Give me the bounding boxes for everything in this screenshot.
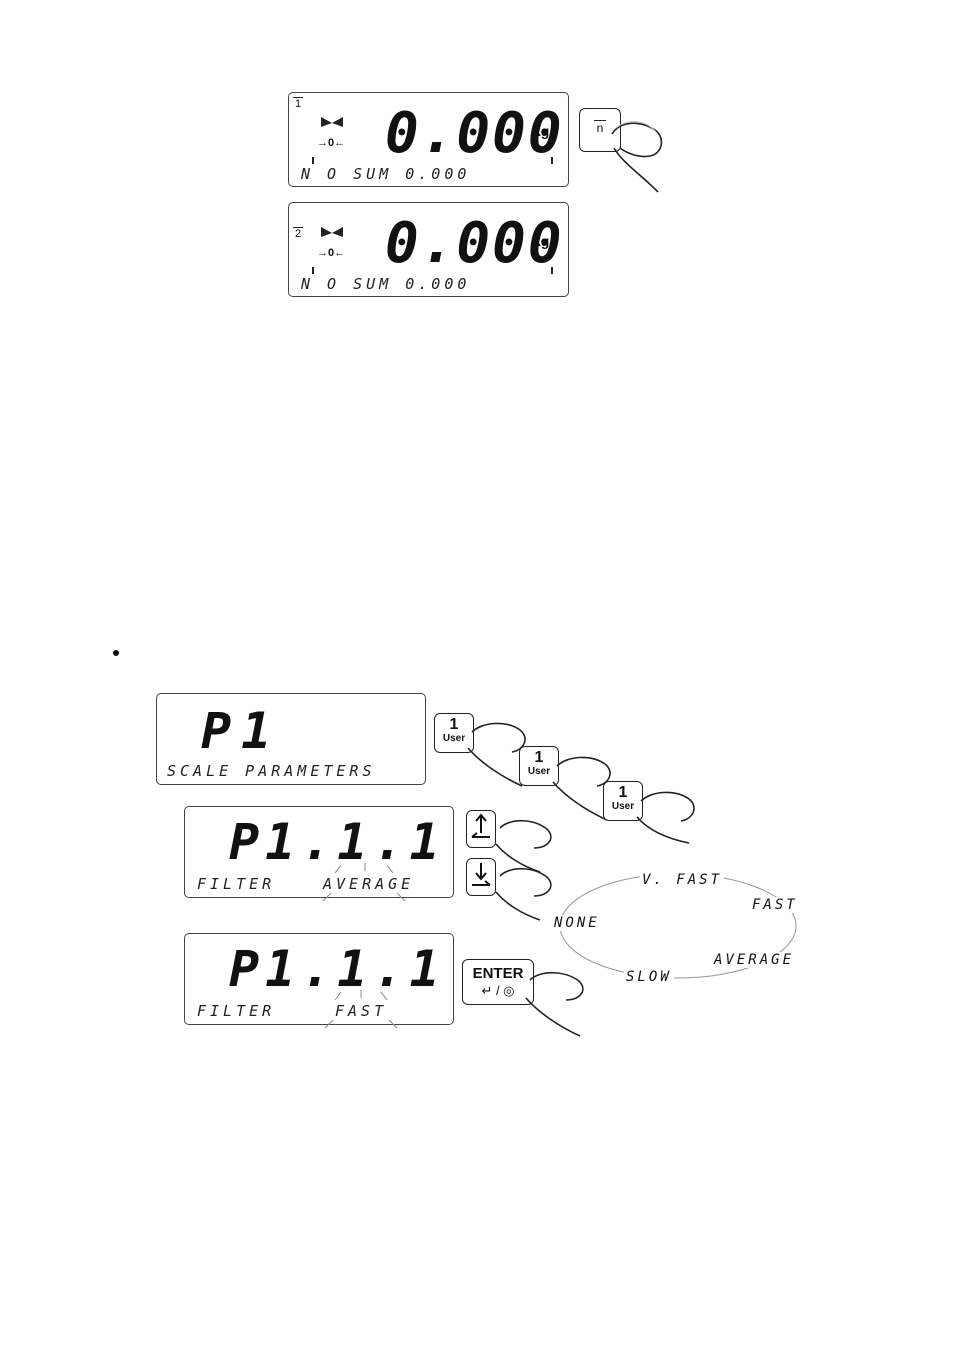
weight-value: 0.000 bbox=[385, 101, 564, 166]
parameter-name: FILTER bbox=[197, 875, 276, 893]
filter-option-fast: FAST bbox=[750, 897, 800, 913]
menu-code: P1 bbox=[201, 702, 282, 760]
platform-indicator: 1 bbox=[293, 97, 304, 110]
sum-line: N O SUM 0.000 bbox=[301, 275, 471, 293]
blink-icon bbox=[324, 990, 398, 1029]
down-arrow-key[interactable] bbox=[466, 858, 496, 896]
menu-display-p1: P1 SCALE PARAMETERS bbox=[156, 693, 426, 785]
filter-option-slow: SLOW bbox=[624, 969, 674, 985]
filter-option-vfast: V. FAST bbox=[640, 872, 725, 888]
up-arrow-icon bbox=[471, 813, 490, 838]
finger-icon bbox=[636, 791, 695, 844]
platform-switch-key[interactable]: n bbox=[579, 108, 621, 152]
tick-mark bbox=[551, 267, 553, 274]
unit-label: kg bbox=[533, 233, 550, 249]
platform-indicator: 2 bbox=[293, 227, 304, 240]
unit-label: kg bbox=[533, 123, 550, 139]
parameter-value: AVERAGE bbox=[323, 875, 415, 893]
finger-icon bbox=[525, 971, 584, 1037]
blink-icon bbox=[322, 863, 406, 902]
stability-icon bbox=[321, 117, 343, 127]
menu-code: P1.1.1 bbox=[229, 813, 446, 871]
stability-icon bbox=[321, 227, 343, 237]
weighing-display-1: 1 →0← 0.000 kg N O SUM 0.000 bbox=[288, 92, 569, 187]
menu-code: P1.1.1 bbox=[229, 940, 446, 998]
tick-mark bbox=[312, 157, 314, 164]
finger-icon bbox=[495, 867, 552, 921]
parameter-value: FAST bbox=[335, 1002, 388, 1020]
menu-title: SCALE PARAMETERS bbox=[167, 762, 376, 780]
weighing-display-2: 2 →0← 0.000 kg N O SUM 0.000 bbox=[288, 202, 569, 297]
tick-mark bbox=[551, 157, 553, 164]
menu-display-filter-fast: P1.1.1 FILTER FAST bbox=[184, 933, 454, 1029]
filter-option-none: NONE bbox=[552, 915, 602, 931]
weight-value: 0.000 bbox=[385, 211, 564, 276]
tick-mark bbox=[312, 267, 314, 274]
up-arrow-key[interactable] bbox=[466, 810, 496, 848]
finger-icon bbox=[611, 121, 663, 193]
enter-key[interactable]: ENTER ↵ / ◎ bbox=[462, 959, 534, 1005]
sum-line: N O SUM 0.000 bbox=[301, 165, 471, 183]
zero-indicator: →0← bbox=[317, 247, 346, 259]
down-arrow-icon bbox=[472, 863, 491, 886]
zero-indicator: →0← bbox=[317, 137, 346, 149]
bullet-point bbox=[113, 650, 119, 656]
filter-option-average: AVERAGE bbox=[712, 952, 797, 968]
parameter-name: FILTER bbox=[197, 1002, 276, 1020]
menu-display-filter-average: P1.1.1 FILTER AVERAGE bbox=[184, 806, 454, 902]
